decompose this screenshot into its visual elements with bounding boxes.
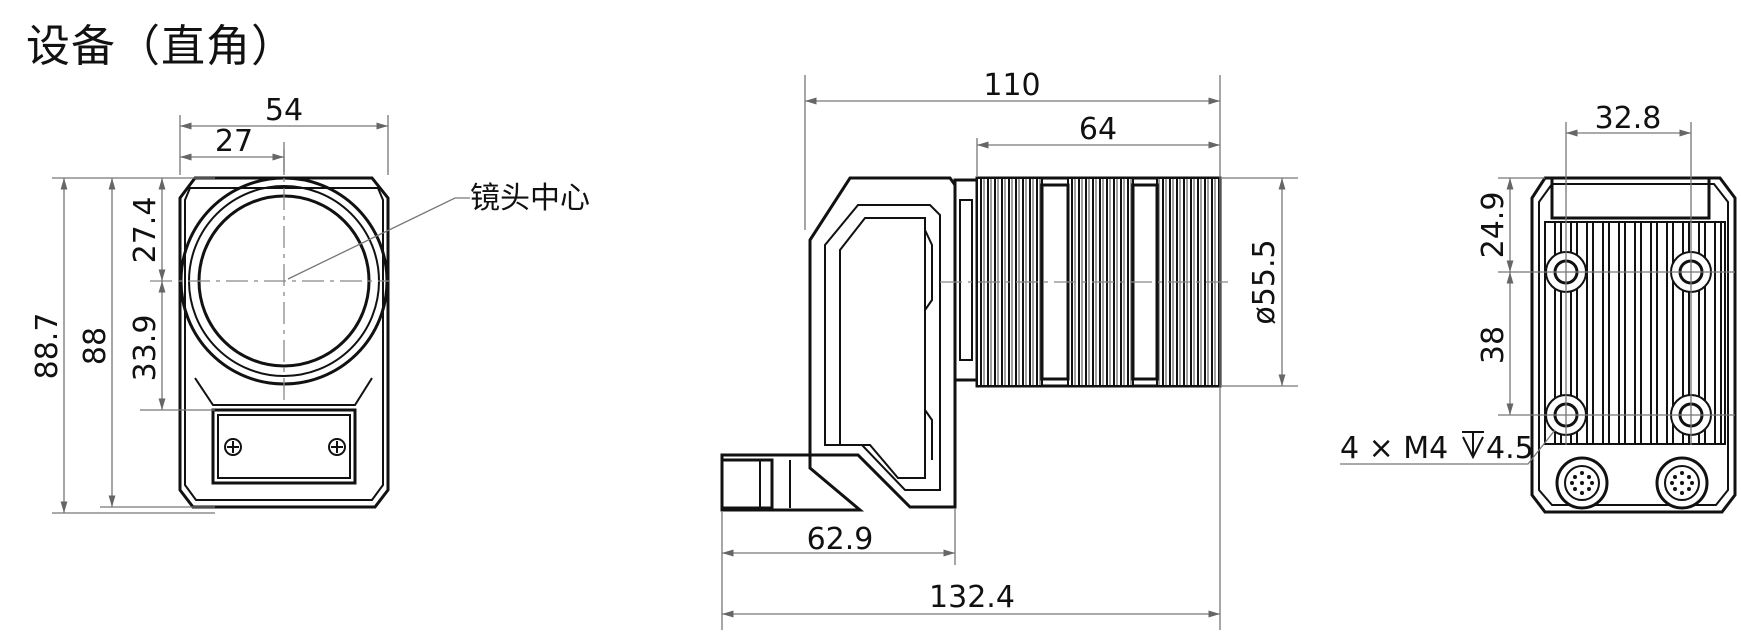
dim-hole-spacing-v: 38 bbox=[1476, 326, 1511, 364]
front-body-outline bbox=[178, 176, 390, 509]
dim-hole-spacing-h: 32.8 bbox=[1595, 101, 1662, 136]
front-body-inner-outline bbox=[184, 187, 384, 501]
side-body-step-lines bbox=[924, 229, 933, 460]
front-chamfer-line bbox=[194, 377, 373, 406]
lens-center-leader-line bbox=[287, 197, 470, 280]
thread-depth-label: 4.5 bbox=[1486, 431, 1534, 466]
side-body-outline bbox=[808, 176, 957, 509]
lens-center-label: 镜头中心 bbox=[470, 181, 590, 216]
screw-icon bbox=[328, 438, 346, 456]
rear-body-inner-outline bbox=[1538, 183, 1729, 506]
thread-spec-label: 4 × M4 bbox=[1340, 431, 1448, 466]
connector-port-icon bbox=[1555, 456, 1609, 510]
side-lens-mount bbox=[953, 178, 979, 382]
side-body-recess bbox=[839, 217, 926, 479]
side-connector-outline bbox=[720, 453, 865, 512]
screw-icon bbox=[224, 438, 242, 456]
rear-body-outline bbox=[1530, 176, 1737, 514]
dim-height-total: 88.7 bbox=[30, 313, 65, 380]
dim-length-total: 110 bbox=[983, 68, 1040, 103]
dim-height-body: 88 bbox=[78, 327, 113, 365]
side-body-inner-outline bbox=[824, 204, 941, 491]
dim-top-to-holes: 24.9 bbox=[1476, 192, 1511, 259]
front-label-plate-inner bbox=[217, 414, 351, 479]
front-view: 54 27 88.7 88 27.4 33.9 镜头中心 bbox=[30, 93, 590, 514]
side-view: 110 64 ø55.5 62.9 132.4 bbox=[720, 68, 1298, 630]
dim-upper-to-center: 27.4 bbox=[128, 197, 163, 264]
rear-top-bar bbox=[1550, 176, 1711, 220]
depth-symbol-icon bbox=[1462, 431, 1484, 460]
dim-width-half: 27 bbox=[215, 124, 253, 159]
thread-callout-leader bbox=[1340, 429, 1556, 465]
connector-port-icon bbox=[1655, 456, 1709, 510]
front-label-plate bbox=[211, 408, 357, 485]
dim-width-total: 54 bbox=[265, 93, 303, 128]
page-title: 设备（直角） bbox=[26, 21, 296, 72]
dim-lens-diameter: ø55.5 bbox=[1247, 239, 1282, 324]
dim-center-to-lower: 33.9 bbox=[128, 315, 163, 382]
rear-view: 32.8 24.9 38 4 × M4 4.5 bbox=[1340, 101, 1737, 514]
dim-lens-length: 64 bbox=[1079, 112, 1117, 147]
dim-connector-length: 62.9 bbox=[807, 522, 874, 557]
dim-overall-length: 132.4 bbox=[929, 580, 1015, 615]
side-connector-cap bbox=[720, 458, 774, 510]
